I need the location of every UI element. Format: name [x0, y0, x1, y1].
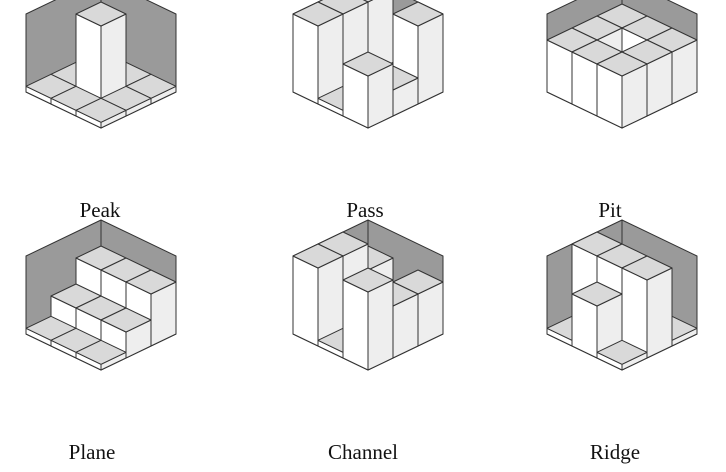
block-top [392, 1, 444, 27]
block-top [621, 255, 673, 281]
panel-pit [546, 0, 698, 129]
label-peak: Peak [79, 198, 121, 222]
block-top [292, 1, 344, 27]
block-top [342, 51, 394, 77]
panel-pass [292, 0, 444, 129]
label-pass: Pass [346, 198, 384, 222]
block-top [100, 307, 152, 333]
block-top [596, 339, 648, 365]
label-pit: Pit [598, 198, 622, 222]
panel-ridge [546, 219, 698, 371]
block-left-face [292, 13, 319, 105]
block-right-face [417, 13, 444, 105]
block-top [75, 339, 127, 365]
block-top [75, 1, 127, 27]
block-top [571, 281, 623, 307]
label-ridge: Ridge [589, 440, 641, 464]
block-top [292, 243, 344, 269]
block-top [342, 267, 394, 293]
block-left-face [342, 279, 369, 371]
block-left-face [292, 255, 319, 347]
block-top [596, 51, 648, 77]
block-right-face [646, 267, 673, 359]
panel-peak [25, 0, 177, 129]
label-plane: Plane [68, 440, 116, 464]
block-right-face [367, 279, 394, 371]
panel-plane [25, 219, 177, 371]
panel-channel [292, 219, 444, 371]
label-channel: Channel [328, 440, 398, 464]
block-top [125, 269, 177, 295]
block-top [75, 97, 127, 123]
